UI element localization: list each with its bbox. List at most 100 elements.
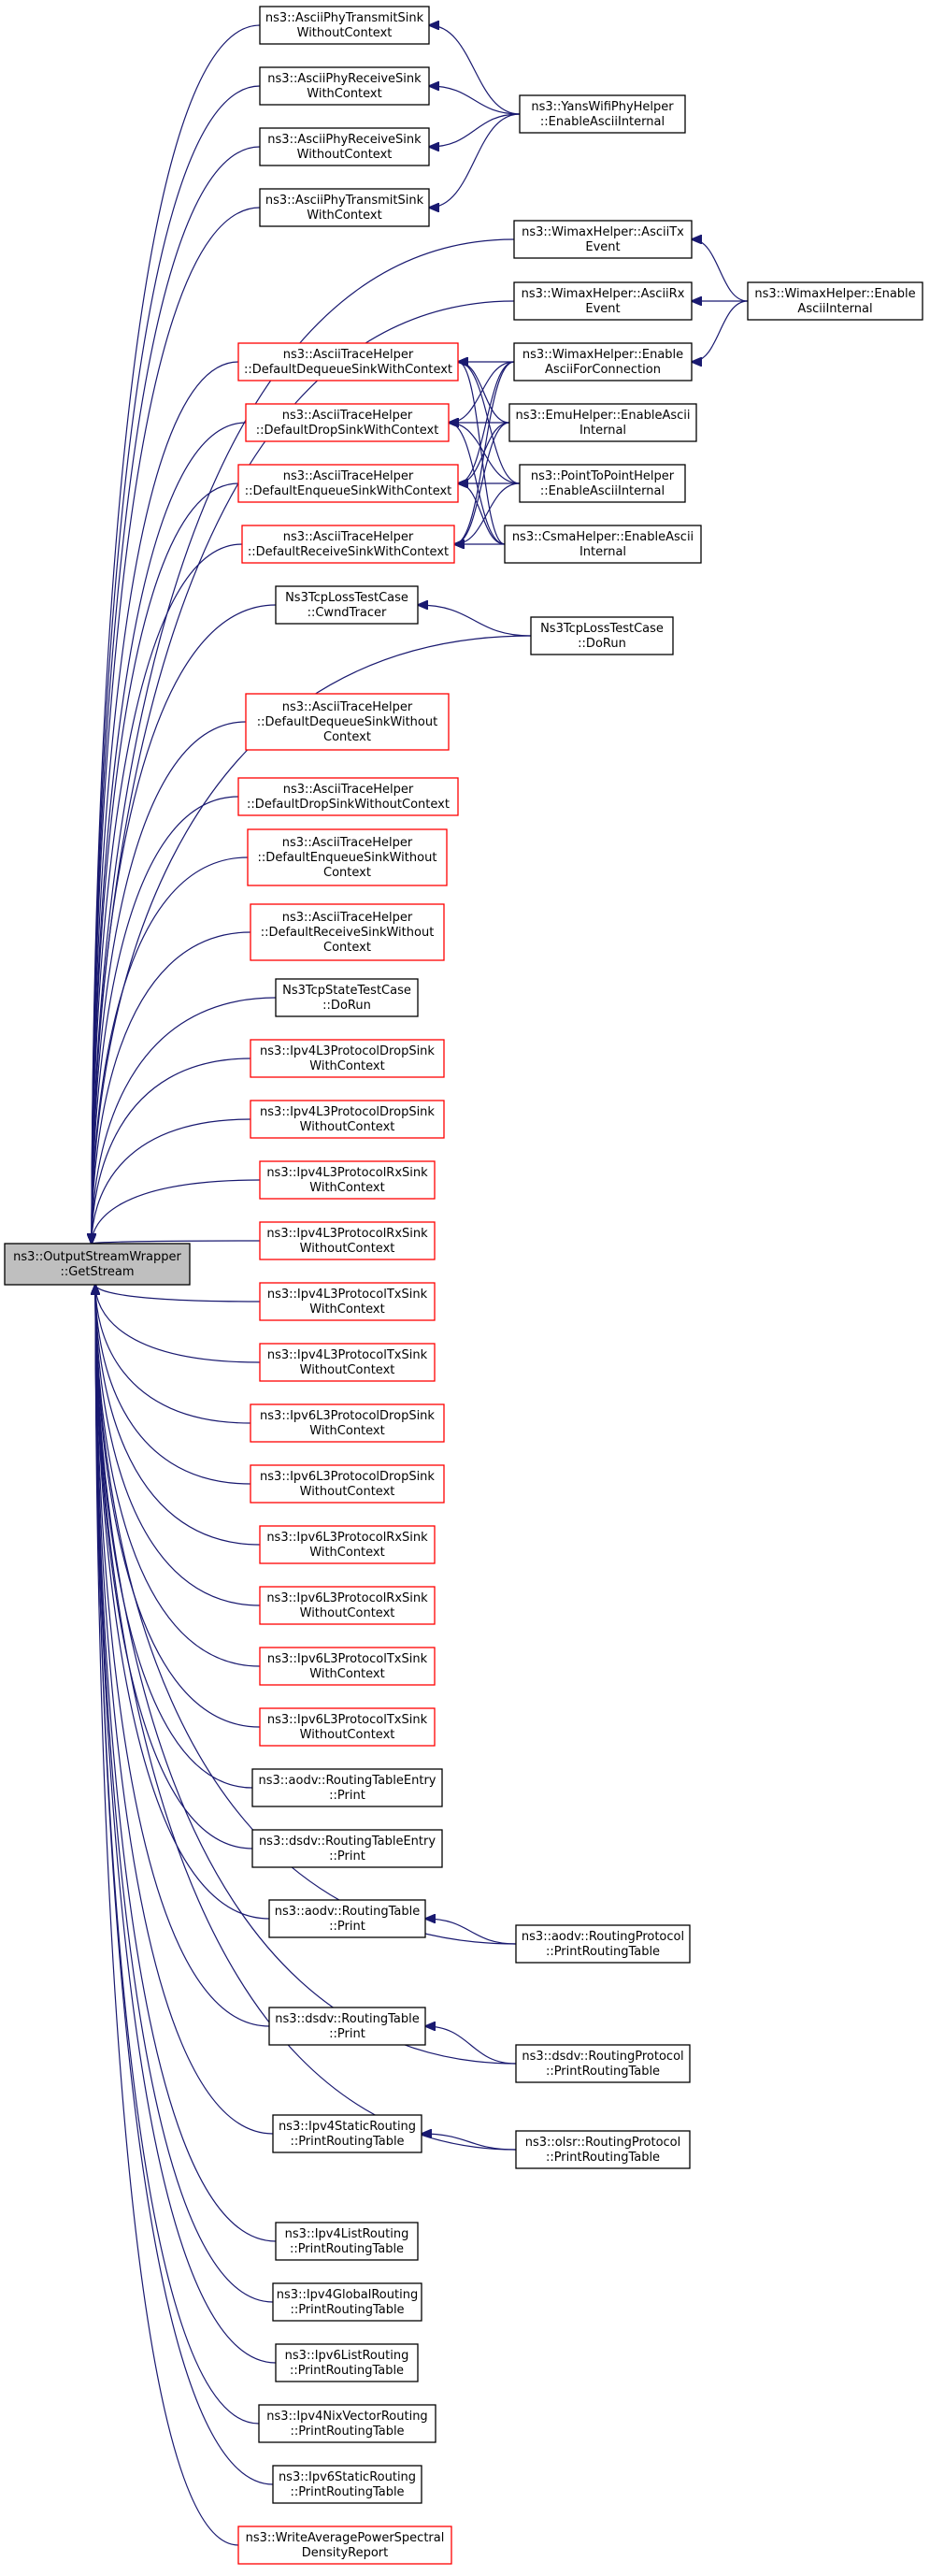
node-box: [272, 2465, 422, 2504]
node-label: ::DefaultReceiveSinkWithout: [261, 926, 435, 940]
node-label: ns3::dsdv::RoutingTable: [275, 2012, 420, 2026]
node-box: [245, 403, 450, 442]
node-label: ns3::WriteAveragePowerSpectral: [246, 2531, 445, 2545]
node-label: ::PrintRoutingTable: [546, 2151, 660, 2165]
node-box: [259, 1282, 436, 1321]
function-node[interactable]: ns3::WriteAveragePowerSpectralDensityRep…: [237, 2526, 452, 2565]
node-label: ::Print: [329, 2027, 365, 2041]
function-node[interactable]: ns3::AsciiTraceHelper::DefaultEnqueueSin…: [237, 464, 459, 503]
function-node[interactable]: Ns3TcpLossTestCase::DoRun: [530, 616, 674, 655]
function-node[interactable]: ns3::AsciiTraceHelper::DefaultEnqueueSin…: [247, 828, 448, 886]
function-node[interactable]: ns3::aodv::RoutingTableEntry::Print: [251, 1768, 443, 1807]
node-box: [504, 525, 702, 564]
function-node[interactable]: ns3::Ipv4ListRouting::PrintRoutingTable: [275, 2222, 419, 2261]
node-label: ns3::dsdv::RoutingTableEntry: [259, 1835, 436, 1849]
function-node[interactable]: Ns3TcpStateTestCase::DoRun: [275, 978, 419, 1017]
node-label: ns3::YansWifiPhyHelper: [531, 100, 674, 114]
node-label: Context: [323, 866, 371, 880]
function-node[interactable]: ns3::Ipv6ListRouting::PrintRoutingTable: [275, 2343, 419, 2382]
function-node[interactable]: ns3::Ipv4NixVectorRouting::PrintRoutingT…: [258, 2404, 436, 2443]
node-label: ::DoRun: [322, 999, 371, 1013]
function-node[interactable]: ns3::aodv::RoutingProtocol::PrintRouting…: [515, 1924, 691, 1964]
call-edge: [454, 361, 515, 544]
call-edge: [92, 238, 515, 1244]
node-label: ns3::AsciiTraceHelper: [282, 409, 413, 423]
function-node[interactable]: ns3::dsdv::RoutingTableEntry::Print: [251, 1829, 443, 1868]
node-label: ns3::aodv::RoutingTable: [275, 1905, 420, 1919]
function-node[interactable]: ns3::Ipv6StaticRouting::PrintRoutingTabl…: [272, 2465, 422, 2504]
function-node[interactable]: ns3::WimaxHelper::EnableAsciiInternal: [747, 281, 923, 321]
function-node[interactable]: ns3::PointToPointHelper::EnableAsciiInte…: [519, 464, 686, 503]
function-node[interactable]: ns3::YansWifiPhyHelper::EnableAsciiInter…: [519, 94, 686, 134]
function-node[interactable]: ns3::AsciiTraceHelper::DefaultDequeueSin…: [245, 693, 450, 751]
function-node[interactable]: ns3::CsmaHelper::EnableAsciiInternal: [504, 525, 702, 564]
call-edge: [422, 2134, 517, 2151]
function-node[interactable]: ns3::olsr::RoutingProtocol::PrintRouting…: [515, 2130, 691, 2169]
node-box: [259, 6, 430, 45]
node-label: WithContext: [309, 1667, 384, 1681]
function-node[interactable]: ns3::AsciiTraceHelper::DefaultReceiveSin…: [250, 903, 445, 961]
function-node[interactable]: ns3::Ipv4StaticRouting::PrintRoutingTabl…: [272, 2114, 422, 2153]
function-node[interactable]: ns3::AsciiTraceHelper::DefaultReceiveSin…: [241, 525, 455, 564]
node-box: [251, 1768, 443, 1807]
function-node[interactable]: ns3::aodv::RoutingTable::Print: [268, 1899, 426, 1938]
function-node[interactable]: ns3::AsciiTraceHelper::DefaultDequeueSin…: [237, 342, 459, 381]
node-label: Internal: [579, 424, 626, 438]
function-node[interactable]: Ns3TcpLossTestCase::CwndTracer: [275, 585, 419, 625]
root-function-node[interactable]: ns3::OutputStreamWrapper::GetStream: [4, 1243, 191, 1286]
node-label: ::DefaultEnqueueSinkWithout: [258, 851, 437, 865]
node-label: ns3::AsciiPhyTransmitSink: [265, 11, 424, 25]
function-node[interactable]: ns3::Ipv4L3ProtocolDropSinkWithoutContex…: [250, 1100, 445, 1139]
function-node[interactable]: ns3::Ipv6L3ProtocolDropSinkWithoutContex…: [250, 1464, 445, 1504]
call-edge: [95, 1285, 261, 1606]
node-label: ns3::Ipv4StaticRouting: [279, 2120, 416, 2134]
call-edge: [454, 422, 510, 544]
call-edge: [692, 239, 749, 302]
call-edge: [92, 721, 247, 1244]
node-label: ns3::Ipv6ListRouting: [285, 2349, 409, 2363]
node-label: ns3::AsciiTraceHelper: [283, 348, 414, 362]
node-label: ::EnableAsciiInternal: [540, 115, 665, 129]
node-label: ::PrintRoutingTable: [290, 2303, 404, 2317]
call-edge: [429, 86, 521, 115]
function-node[interactable]: ns3::dsdv::RoutingProtocol::PrintRouting…: [515, 2044, 691, 2083]
node-label: AsciiInternal: [797, 302, 872, 316]
node-label: ::PrintRoutingTable: [290, 2364, 404, 2378]
node-label: WithoutContext: [300, 1120, 395, 1134]
node-box: [275, 2343, 419, 2382]
function-node[interactable]: ns3::AsciiTraceHelper::DefaultDropSinkWi…: [237, 777, 459, 816]
node-label: ns3::WimaxHelper::Enable: [522, 348, 683, 362]
node-label: Context: [323, 941, 371, 955]
node-label: ::DefaultReceiveSinkWithContext: [248, 545, 449, 559]
node-box: [250, 1464, 445, 1504]
function-node[interactable]: ns3::dsdv::RoutingTable::Print: [268, 2007, 426, 2046]
node-label: ns3::Ipv4L3ProtocolRxSink: [266, 1227, 428, 1241]
function-node[interactable]: ns3::Ipv4GlobalRouting::PrintRoutingTabl…: [272, 2282, 422, 2322]
node-label: WithContext: [309, 1424, 384, 1438]
function-node[interactable]: ns3::WimaxHelper::EnableAsciiForConnecti…: [513, 342, 693, 381]
call-edge: [429, 25, 521, 115]
node-box: [513, 342, 693, 381]
call-edge: [95, 1285, 239, 2546]
node-label: Ns3TcpLossTestCase: [285, 591, 408, 605]
function-node[interactable]: ns3::AsciiTraceHelper::DefaultDropSinkWi…: [245, 403, 450, 442]
call-edge: [92, 85, 261, 1244]
function-node[interactable]: ns3::EmuHelper::EnableAsciiInternal: [508, 403, 697, 442]
